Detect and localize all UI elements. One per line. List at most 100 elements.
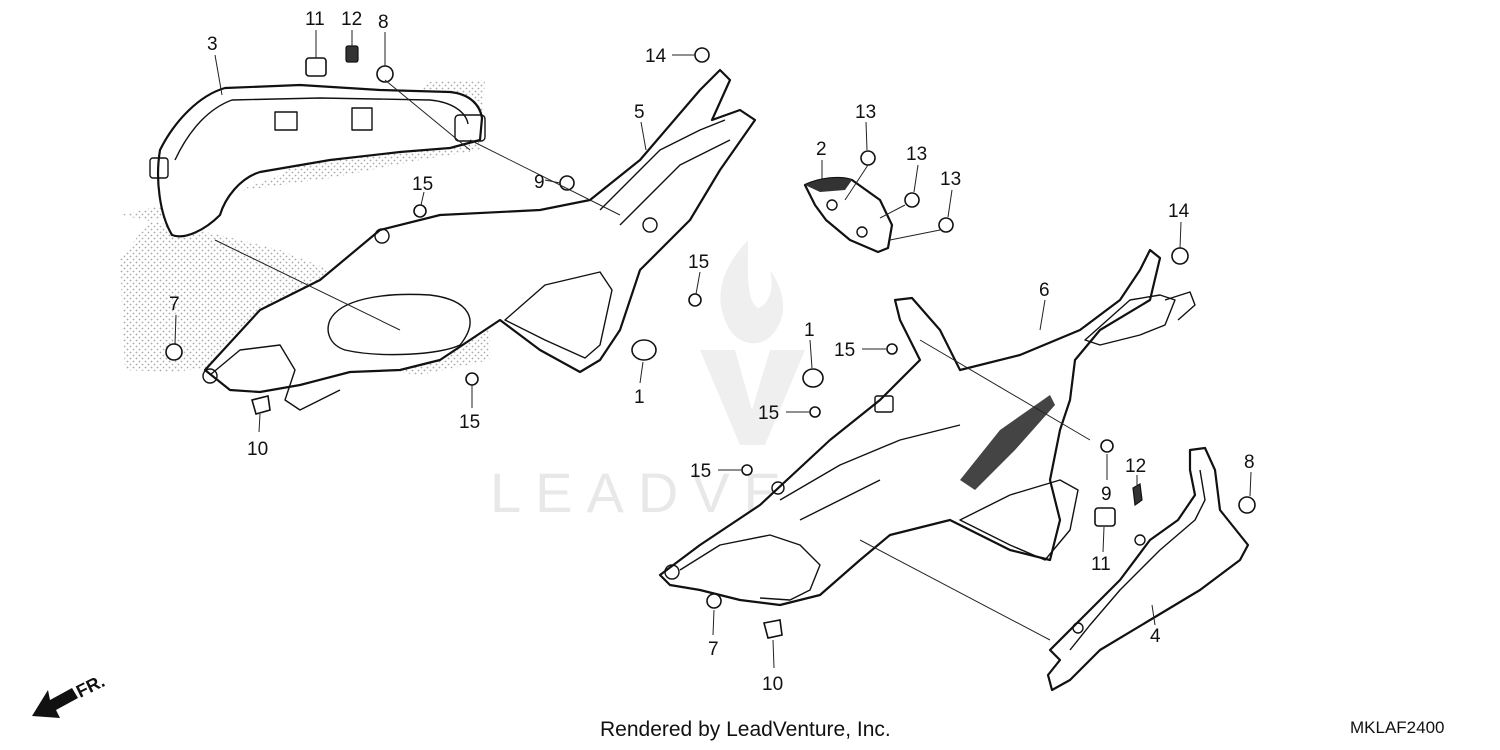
part-6-under-cowl [658,248,1162,607]
part-5-under-cowl [203,68,757,394]
leader-right-7 [712,609,715,636]
right-screw-15a-icon [886,343,898,355]
part-6-mount-hole-2 [771,481,785,495]
center-assembly: 2 13 13 13 [803,102,961,254]
right-rivet-10-icon [763,619,783,639]
part-5-mount-hole-2 [202,368,218,384]
leader-left-5 [640,121,647,151]
part-6-clip-mount [874,395,894,413]
part-3-inner-panel [157,83,484,238]
callout-left-11: 11 [305,9,325,30]
callout-center-13c: 13 [940,169,961,190]
leader-left-7 [174,314,177,345]
right-screw-9-icon [1100,439,1114,453]
callout-left-8: 8 [378,12,389,33]
callout-right-1: 1 [804,320,815,341]
callout-center-13b: 13 [906,144,927,165]
right-screw-7-icon [706,593,722,609]
part-3-tab-left [149,157,169,179]
callout-right-11: 11 [1091,554,1111,575]
callout-center-13a: 13 [855,102,876,123]
part-4-inner-edge [1069,469,1206,651]
center-screw-13b-icon [904,192,920,208]
callout-right-12: 12 [1125,456,1146,477]
part-3-inner-edge [174,97,469,161]
leader-center-assoc [844,164,941,241]
leader-right-10 [772,639,775,669]
callout-left-10: 10 [247,439,268,460]
leader-left-assoc-2 [214,239,401,331]
callout-left-15c: 15 [459,412,480,433]
center-screw-13a-icon [860,150,876,166]
right-clip-12-icon [1132,483,1143,507]
leader-right-11 [1102,526,1105,553]
watermark-flame-icon [720,240,784,344]
left-screw-8-icon [376,65,394,83]
leader-right-8 [1249,471,1252,497]
leader-left-1 [639,361,644,384]
callout-right-9: 9 [1101,484,1112,505]
part-4-hole [1134,534,1146,546]
center-screw-13c-icon [938,217,954,233]
right-nut-11-icon [1094,507,1116,527]
left-screw-9-icon [559,175,575,191]
right-screw-14-icon [1171,247,1189,265]
part-5-mount-hole-3 [642,217,658,233]
part-2-hole [826,199,838,211]
part-6-lower-window [959,479,1079,561]
callout-left-15b: 15 [688,252,709,273]
left-screw-7-icon [165,343,183,361]
callout-left-9: 9 [534,172,545,193]
leader-center-13a [865,121,868,151]
right-grommet-1-icon [802,368,824,388]
callout-left-15a: 15 [412,174,433,195]
left-rivet-10-icon [251,395,271,415]
leader-right-4 [1151,604,1156,626]
leader-left-3 [214,54,223,96]
callout-left-1: 1 [634,387,645,408]
callout-right-8: 8 [1244,452,1255,473]
front-direction-indicator: FR. [32,671,108,718]
part-3-tab-right [454,114,486,142]
callout-right-6: 6 [1039,280,1050,301]
callout-right-15b: 15 [758,403,779,424]
part-6-rear-bracket [1084,294,1176,346]
part-6-mount-hole [664,564,680,580]
leader-left-15b [695,271,701,295]
callout-center-2: 2 [816,139,827,160]
left-screw-15c-icon [465,372,479,386]
leader-left-assoc-3 [469,139,621,216]
left-screw-14-icon [694,47,710,63]
part-2-hole-2 [856,226,868,238]
leader-right-assoc-2 [859,539,1051,641]
right-assembly: 14 6 1 15 15 15 12 9 8 11 4 7 10 [658,201,1256,695]
part-6-front-bracket [679,534,821,601]
left-clip-12-icon [345,45,359,63]
part-6-inner-rib [779,424,961,521]
callout-right-15c: 15 [690,461,711,482]
front-arrow-label: FR. [73,671,108,702]
leader-right-1 [809,339,813,369]
callout-right-15a: 15 [834,340,855,361]
part-5-bracket-lower [209,344,341,411]
front-arrow-icon [32,688,78,718]
part-4-hole-2 [1072,622,1084,634]
part-3-clip-slot-2 [351,107,373,131]
leader-right-6 [1039,299,1046,331]
leader-right-14 [1179,221,1182,249]
callout-left-14: 14 [645,46,667,67]
callout-left-12: 12 [341,9,362,30]
part-3-clip-slot [274,111,298,131]
footer-credit: Rendered by LeadVenture, Inc. [600,718,891,741]
part-6-vent [960,395,1055,490]
part-6-rear-tab [1164,291,1196,321]
left-screw-15b-icon [688,293,702,307]
diagram-code: MKLAF2400 [1350,718,1445,737]
part-5-window-lower [504,271,613,359]
leader-center-13c [947,189,953,218]
callout-right-10: 10 [762,674,783,695]
left-assembly: 3 11 12 8 14 5 9 15 15 1 15 10 7 [120,9,757,460]
watermark-v-icon [700,350,805,445]
callout-right-4: 4 [1150,626,1161,647]
